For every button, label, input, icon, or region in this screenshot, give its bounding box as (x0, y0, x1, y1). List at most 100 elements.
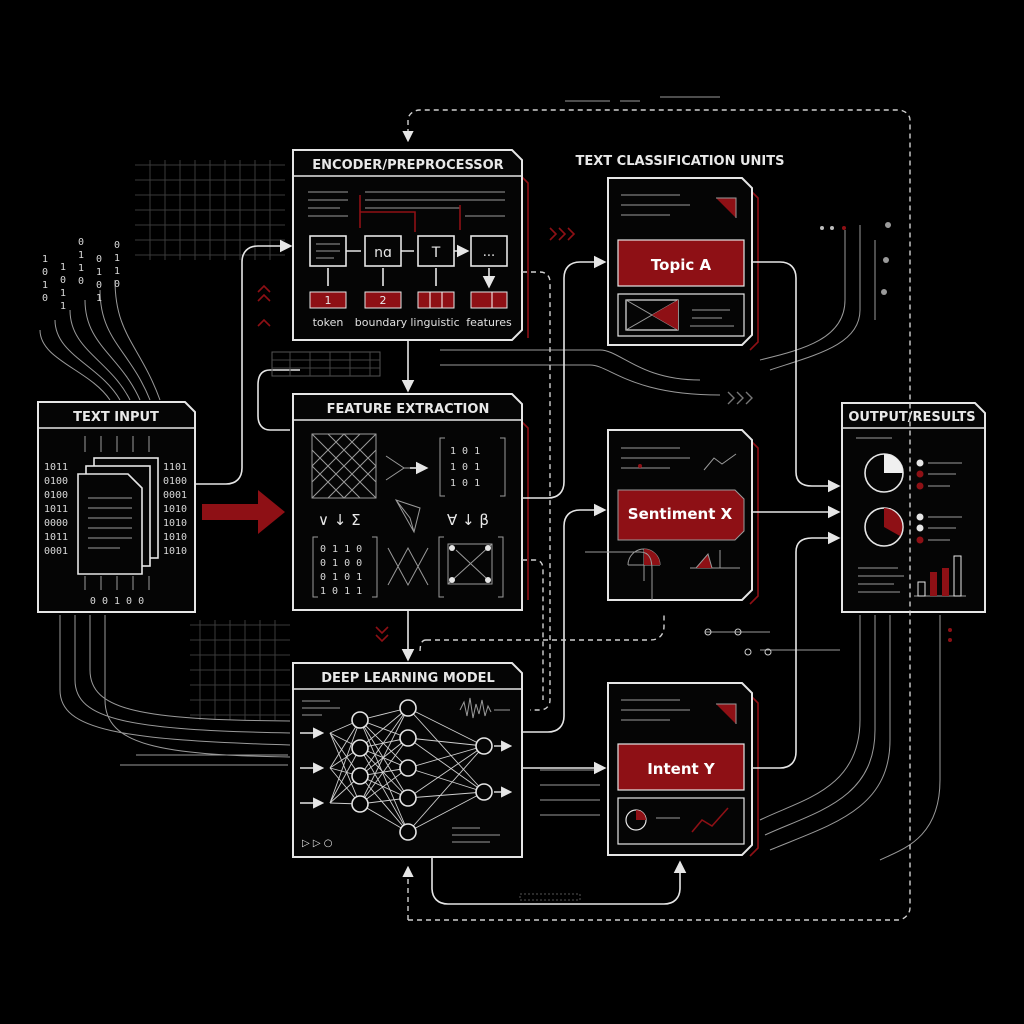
nn-edge (329, 719, 361, 804)
encoder-steps: nɑ T ... 1 2 token boundary linguistic f… (309, 235, 512, 329)
svg-text:0100: 0100 (44, 490, 68, 501)
nn-edge (329, 719, 361, 769)
neural-network-icon (300, 699, 513, 841)
topic-label: Topic A (651, 256, 712, 274)
encoder-step-3-label: linguistic (410, 316, 459, 329)
matrix-bottom: 0 1 1 0 0 1 0 0 0 1 0 1 1 0 1 1 (312, 536, 378, 598)
feature-symbols-right: ∀ ↓ β (447, 511, 489, 529)
svg-text:1: 1 (42, 280, 48, 291)
nn-node (475, 737, 493, 755)
svg-text:1: 1 (96, 267, 102, 278)
text-input-title: TEXT INPUT (73, 410, 159, 425)
background-grid-top (135, 160, 285, 260)
encoder-step-4-label: features (466, 316, 512, 329)
svg-text:1: 1 (60, 301, 66, 312)
encoder-node[interactable]: ENCODER/PREPROCESSOR nɑ T ... 1 2 (292, 149, 529, 341)
nn-node (399, 699, 417, 717)
nn-node (351, 767, 369, 785)
feature-symbols-left: ∨ ↓ Σ (318, 511, 361, 529)
svg-text:1101: 1101 (163, 462, 187, 473)
nn-edge (359, 775, 409, 833)
kite-icon (394, 499, 421, 534)
svg-text:1: 1 (114, 266, 120, 277)
nn-edge (407, 737, 485, 747)
svg-text:0: 0 (78, 237, 84, 248)
deep-learning-node[interactable]: DEEP LEARNING MODEL ▷ ▷ ○ (292, 662, 523, 858)
svg-text:0000: 0000 (44, 518, 68, 529)
input-arrows (84, 436, 150, 590)
nn-edge (359, 747, 409, 833)
nn-edge (359, 719, 409, 833)
nn-node (399, 789, 417, 807)
svg-text:1: 1 (60, 262, 66, 273)
svg-text:1 0 1: 1 0 1 (450, 446, 480, 457)
nn-edge (359, 719, 409, 799)
svg-text:0 1 0 0: 0 1 0 0 (320, 558, 362, 569)
svg-text:1010: 1010 (163, 518, 187, 529)
intent-unit[interactable]: Intent Y (607, 682, 759, 857)
deep-learning-title: DEEP LEARNING MODEL (321, 671, 495, 686)
intent-label: Intent Y (647, 760, 716, 778)
scatter-box-icon (438, 536, 504, 598)
nn-edge (407, 737, 485, 793)
output-node[interactable]: OUTPUT/RESULTS (841, 402, 986, 613)
encoder-step-4-symbol: ... (483, 245, 495, 260)
nn-edge (407, 745, 485, 833)
svg-text:1: 1 (114, 253, 120, 264)
encoder-title: ENCODER/PREPROCESSOR (312, 158, 503, 173)
nn-node (351, 795, 369, 813)
svg-text:0 1 1 0: 0 1 1 0 (320, 544, 362, 555)
svg-text:1: 1 (78, 250, 84, 261)
nn-edge (359, 803, 409, 833)
nn-edge (359, 747, 409, 799)
feature-extraction-title: FEATURE EXTRACTION (327, 402, 490, 417)
svg-text:1011: 1011 (44, 462, 68, 473)
decor-dots (565, 96, 952, 656)
text-input-node[interactable]: TEXT INPUT 1011 0100 0100 1011 0000 1011… (37, 401, 196, 613)
nn-edge (407, 707, 485, 747)
document-stack-icon (77, 457, 159, 575)
svg-text:1010: 1010 (163, 546, 187, 557)
brick-pattern (271, 351, 381, 377)
encoder-step-1-label: token (313, 316, 344, 329)
nn-edge (359, 775, 409, 799)
output-title: OUTPUT/RESULTS (848, 410, 975, 425)
mesh-icon (311, 433, 377, 499)
nn-edge (359, 767, 409, 805)
nn-node (475, 783, 493, 801)
nn-edge (359, 719, 409, 769)
nn-edge (359, 707, 409, 805)
svg-text:0: 0 (42, 267, 48, 278)
nn-edge (359, 707, 409, 749)
matrix-top: 1 0 1 1 0 1 1 0 1 (439, 437, 506, 497)
svg-text:1010: 1010 (163, 504, 187, 515)
svg-text:0: 0 (60, 275, 66, 286)
svg-text:1: 1 (78, 263, 84, 274)
encoder-step-3-symbol: T (431, 245, 441, 261)
nn-node (351, 739, 369, 757)
topic-unit[interactable]: Topic A (607, 177, 759, 351)
nn-edge (407, 707, 485, 793)
main-flow-arrow-icon (202, 490, 285, 534)
sentiment-unit[interactable]: Sentiment X (607, 429, 759, 605)
nn-edge (359, 707, 409, 777)
bits-left: 1011 0100 0100 1011 0000 1011 0001 (44, 462, 68, 557)
feature-extraction-node[interactable]: FEATURE EXTRACTION 1 0 1 1 0 1 1 0 1 ∨ ↓… (292, 393, 529, 611)
sentiment-label: Sentiment X (628, 505, 733, 523)
svg-text:1011: 1011 (44, 504, 68, 515)
svg-text:0: 0 (42, 293, 48, 304)
bar-chart-icon (914, 555, 966, 597)
flow-connectors (120, 109, 911, 921)
circuit-traces (39, 225, 941, 861)
svg-text:0100: 0100 (44, 476, 68, 487)
svg-text:1010: 1010 (163, 532, 187, 543)
cross-icon (387, 546, 429, 587)
nn-node (399, 729, 417, 747)
play-controls-icon: ▷ ▷ ○ (302, 838, 332, 849)
bits-right: 1101 0100 0001 1010 1010 1010 1010 (163, 462, 187, 557)
encoder-step-1-num: 1 (325, 294, 332, 307)
svg-text:0: 0 (114, 240, 120, 251)
pie-chart-icon (864, 453, 904, 547)
